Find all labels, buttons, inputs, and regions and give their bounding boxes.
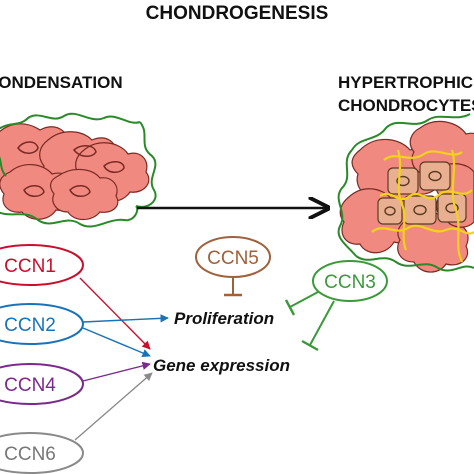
ccn2-node: CCN2 <box>0 303 84 345</box>
ccn1-label: CCN1 <box>4 256 56 277</box>
ccn6-node: CCN6 <box>0 432 84 474</box>
ccn4-node: CCN4 <box>0 363 84 405</box>
ccn3-label: CCN3 <box>324 272 376 293</box>
ccn1-to-gene-expression-arrow <box>79 277 151 350</box>
ccn6-label: CCN6 <box>4 444 56 465</box>
hypertrophic-cell-cluster <box>337 113 474 273</box>
ccn3-inhibit-expression-bar <box>301 339 319 352</box>
ccn4-to-gene-expression-arrow <box>82 361 151 382</box>
stage-label-hypertrophic: HYPERTROPHIC <box>338 73 473 92</box>
stage-label-chondrocytes: CHONDROCYTES <box>338 96 474 115</box>
proliferation-label: Proliferation <box>174 309 274 328</box>
ccn3-inhibit-proliferation-line <box>289 291 319 308</box>
ccn2-to-gene-expression-arrow <box>82 327 151 357</box>
ccn3-inhibit-expression-line <box>309 300 335 346</box>
gene-expression-label: Gene expression <box>153 356 290 375</box>
diagram-title: CHONDROGENESIS <box>146 3 329 24</box>
ccn6-to-gene-expression-arrow <box>74 372 153 441</box>
ccn5-label: CCN5 <box>207 248 259 269</box>
condensation-cell-cluster <box>0 112 157 228</box>
ccn2-label: CCN2 <box>4 315 56 336</box>
ccn4-label: CCN4 <box>4 375 56 396</box>
ccn3-node: CCN3 <box>312 260 388 302</box>
ccn2-to-proliferation-arrow <box>82 314 169 323</box>
ccn1-node: CCN1 <box>0 244 84 286</box>
ccn5-node: CCN5 <box>195 236 271 278</box>
stage-label-condensation: CONDENSATION <box>0 73 123 92</box>
ccn3-inhibit-proliferation-bar <box>284 299 296 316</box>
